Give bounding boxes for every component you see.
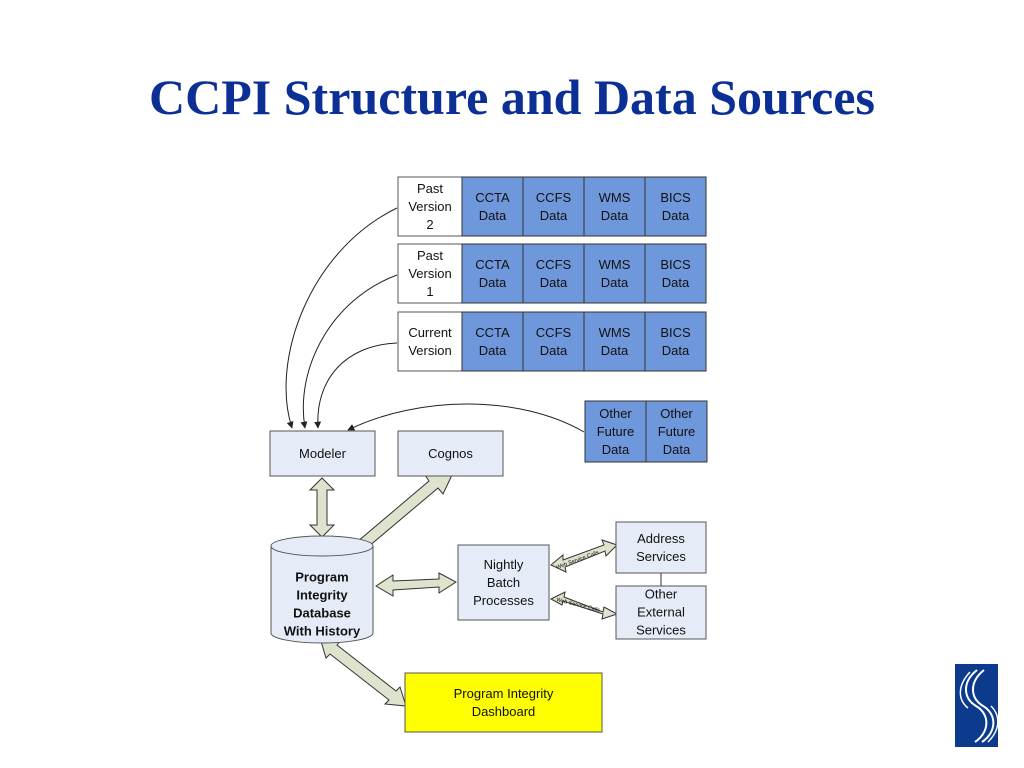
external-label-line: External <box>637 605 685 620</box>
external-label-line: Services <box>636 623 686 638</box>
data-cell <box>644 176 707 237</box>
data-cell-label-line: Data <box>540 343 568 358</box>
address-label-line: Services <box>636 549 686 564</box>
data-cell <box>461 243 524 304</box>
version-label-cell <box>397 243 463 304</box>
version-label-line: Version <box>408 199 451 214</box>
data-cell-label-line: Data <box>540 275 568 290</box>
arrow-past-v2-to-modeler <box>285 207 398 429</box>
future-data-label-line: Future <box>658 424 696 439</box>
data-cell-label-line: WMS <box>599 190 631 205</box>
data-cell-label-line: Data <box>601 208 629 223</box>
version-label-line: 2 <box>426 217 433 232</box>
dashboard-label-line: Program Integrity <box>454 686 554 701</box>
modeler-label: Modeler <box>299 446 347 461</box>
data-cell-label-line: Data <box>662 343 690 358</box>
version-label-line: Current <box>408 325 452 340</box>
future-data-label-line: Data <box>663 442 691 457</box>
arrow-modeler-database <box>308 477 336 538</box>
arrow-database-batch <box>375 572 457 597</box>
arrow-database-cognos <box>356 474 453 548</box>
future-data-label-line: Future <box>597 424 635 439</box>
data-cell <box>583 176 646 237</box>
data-cell-label-line: Data <box>601 343 629 358</box>
version-label-line: Version <box>408 343 451 358</box>
database-label-line: With History <box>284 624 361 639</box>
data-cell <box>522 311 585 372</box>
address-label-line: Address <box>637 531 685 546</box>
database-label-line: Program <box>295 570 348 585</box>
data-cell-label-line: Data <box>540 208 568 223</box>
arrow-future-to-modeler <box>347 403 585 433</box>
version-label-line: Past <box>417 248 443 263</box>
data-cell <box>461 176 524 237</box>
data-cell <box>644 311 707 372</box>
arrow-past-v1-to-modeler <box>300 274 398 429</box>
database-label-line: Integrity <box>296 588 348 603</box>
data-cell-label-line: CCFS <box>536 325 572 340</box>
data-cell <box>583 243 646 304</box>
data-cell-label-line: CCTA <box>475 325 510 340</box>
data-cell-label-line: Data <box>479 275 507 290</box>
data-cell-label-line: BICS <box>660 257 691 272</box>
data-cell-label-line: CCTA <box>475 190 510 205</box>
logo-icon <box>955 664 999 747</box>
external-label-line: Other <box>645 587 678 602</box>
data-cell-label-line: WMS <box>599 257 631 272</box>
modeler-node: Modeler <box>269 430 376 477</box>
version-label-line: Past <box>417 181 443 196</box>
data-cell <box>522 243 585 304</box>
data-cell-label-line: BICS <box>660 325 691 340</box>
batch-label-line: Processes <box>473 593 534 608</box>
version-label-cell <box>397 311 463 372</box>
data-cell <box>461 311 524 372</box>
future-data-label-line: Other <box>599 406 632 421</box>
data-cell-label-line: BICS <box>660 190 691 205</box>
data-cell-label-line: CCTA <box>475 257 510 272</box>
data-cell-label-line: CCFS <box>536 190 572 205</box>
data-cell-label-line: Data <box>479 208 507 223</box>
cognos-label: Cognos <box>428 446 473 461</box>
data-cell-label-line: Data <box>601 275 629 290</box>
database-label-line: Database <box>293 606 351 621</box>
batch-label-line: Nightly <box>484 557 524 572</box>
data-cell-label-line: WMS <box>599 325 631 340</box>
data-cell <box>522 176 585 237</box>
future-data-label-line: Other <box>660 406 693 421</box>
data-cell-label-line: Data <box>662 275 690 290</box>
cognos-node: Cognos <box>397 430 504 477</box>
future-data-label-line: Data <box>602 442 630 457</box>
data-cell <box>644 243 707 304</box>
arrow-database-dashboard <box>319 637 407 707</box>
arrow-current-to-modeler <box>314 342 398 429</box>
data-cell-label-line: Data <box>479 343 507 358</box>
version-label-line: 1 <box>426 284 433 299</box>
version-label-line: Version <box>408 266 451 281</box>
page-title: CCPI Structure and Data Sources <box>149 69 875 125</box>
data-cell <box>583 311 646 372</box>
data-cell-label-line: Data <box>662 208 690 223</box>
dashboard-label-line: Dashboard <box>472 704 536 719</box>
data-cell-label-line: CCFS <box>536 257 572 272</box>
batch-label-line: Batch <box>487 575 520 590</box>
